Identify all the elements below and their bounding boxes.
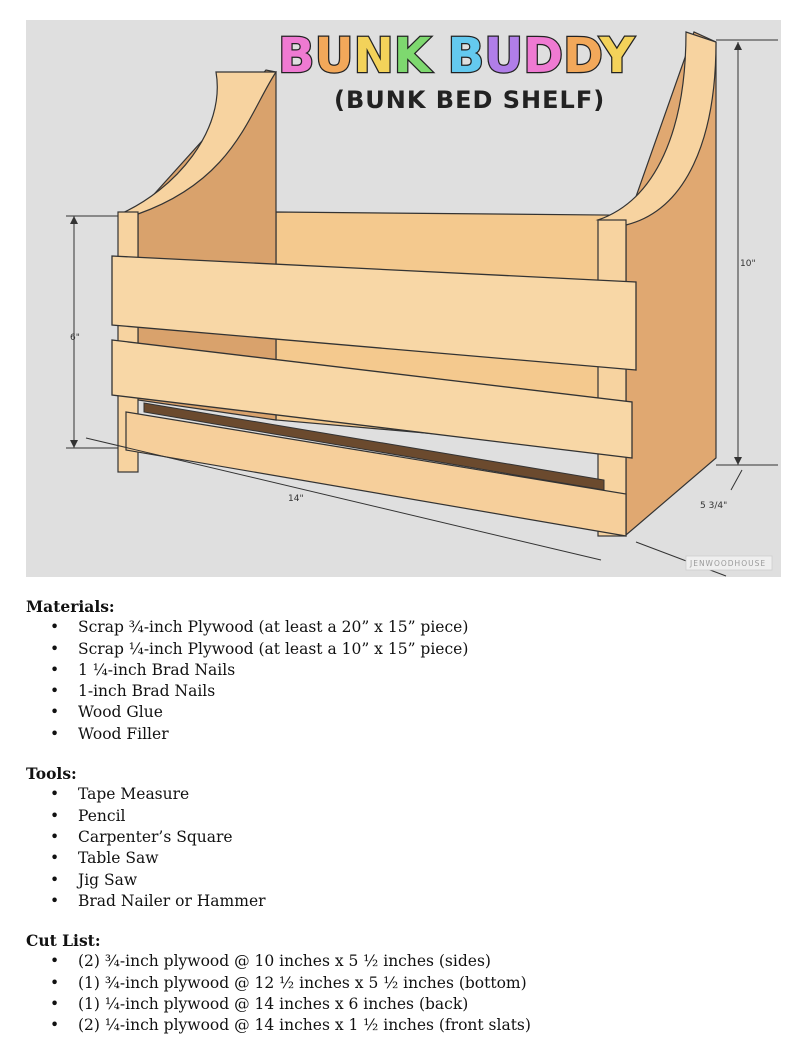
- list-item: Table Saw: [50, 848, 766, 870]
- dimension-height-front: 6": [70, 333, 80, 343]
- list-item: (2) ¼-inch plywood @ 14 inches x 1 ½ inc…: [50, 1015, 766, 1037]
- tools-section: Tools: Tape Measure Pencil Carpenter’s S…: [26, 763, 766, 912]
- list-item: Wood Glue: [50, 702, 766, 724]
- list-item: (1) ¾-inch plywood @ 12 ½ inches x 5 ½ i…: [50, 973, 766, 995]
- right-side-curve: [595, 31, 717, 226]
- dimension-depth: 5 3/4": [700, 501, 727, 511]
- list-item: Jig Saw: [50, 870, 766, 892]
- materials-section: Materials: Scrap ¾-inch Plywood (at leas…: [26, 596, 766, 745]
- list-item: Scrap ¼-inch Plywood (at least a 10” x 1…: [50, 639, 766, 661]
- dimension-lines: [66, 39, 778, 577]
- cut-list: (2) ¾-inch plywood @ 10 inches x 5 ½ inc…: [26, 951, 766, 1036]
- list-item: Scrap ¾-inch Plywood (at least a 20” x 1…: [50, 617, 766, 639]
- document-body: Materials: Scrap ¾-inch Plywood (at leas…: [26, 596, 766, 1055]
- tools-heading: Tools:: [26, 764, 77, 784]
- list-item: 1 ¼-inch Brad Nails: [50, 660, 766, 682]
- materials-list: Scrap ¾-inch Plywood (at least a 20” x 1…: [26, 617, 766, 745]
- figure-title: BUNK BUDDY: [278, 28, 635, 84]
- list-item: (2) ¾-inch plywood @ 10 inches x 5 ½ inc…: [50, 951, 766, 973]
- materials-heading: Materials:: [26, 597, 115, 616]
- tools-list: Tape Measure Pencil Carpenter’s Square T…: [26, 784, 766, 912]
- front-slat-top: [111, 255, 637, 371]
- dimension-height-side: 10": [740, 259, 756, 269]
- list-item: (1) ¼-inch plywood @ 14 inches x 6 inche…: [50, 994, 766, 1016]
- figure-subtitle: (BUNK BED SHELF): [334, 86, 605, 114]
- front-slat-bottom: [111, 339, 633, 459]
- watermark: JENWOODHOUSE: [689, 559, 766, 568]
- right-side-edge: [597, 219, 627, 537]
- list-item: 1-inch Brad Nails: [50, 681, 766, 703]
- list-item: Carpenter’s Square: [50, 827, 766, 849]
- dimension-width: 14": [288, 494, 304, 504]
- cut-list-heading: Cut List:: [26, 931, 101, 951]
- list-item: Pencil: [50, 806, 766, 828]
- left-side-panel: [117, 71, 278, 216]
- shelf-illustration: BUNK BUDDY (BUNK BED SHELF): [26, 20, 781, 577]
- list-item: Tape Measure: [50, 784, 766, 806]
- bottom-board: [125, 411, 627, 537]
- shelf-drawing: BUNK BUDDY (BUNK BED SHELF): [26, 20, 781, 577]
- list-item: Brad Nailer or Hammer: [50, 891, 766, 913]
- cut-list-section: Cut List: (2) ¾-inch plywood @ 10 inches…: [26, 930, 766, 1037]
- list-item: Wood Filler: [50, 724, 766, 746]
